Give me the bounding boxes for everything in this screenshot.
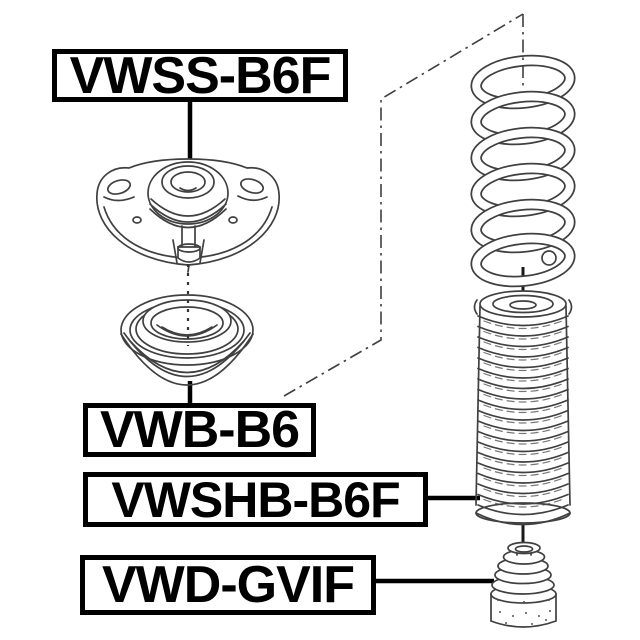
part-code: VWD-GVIF [102,556,355,614]
part-code: VWSHB-B6F [111,471,400,528]
bearing-drawing [120,294,254,386]
part-code: VWSS-B6F [69,46,332,105]
assembly-centerline [283,13,524,397]
dust-boot-drawing [473,290,573,526]
part-code: VWB-B6 [99,401,300,459]
part-code-box-bearing: VWB-B6 [83,403,316,457]
coil-spring-drawing [470,54,576,288]
part-code-box-strut-mount: VWSS-B6F [52,49,348,102]
bump-stop-texture-dots [497,599,551,625]
part-code-box-bump-stop: VWD-GVIF [80,555,376,615]
part-code-box-shock-boot: VWSHB-B6F [83,472,428,527]
strut-mount-drawing [96,158,280,273]
bump-stop-drawing [490,541,557,628]
